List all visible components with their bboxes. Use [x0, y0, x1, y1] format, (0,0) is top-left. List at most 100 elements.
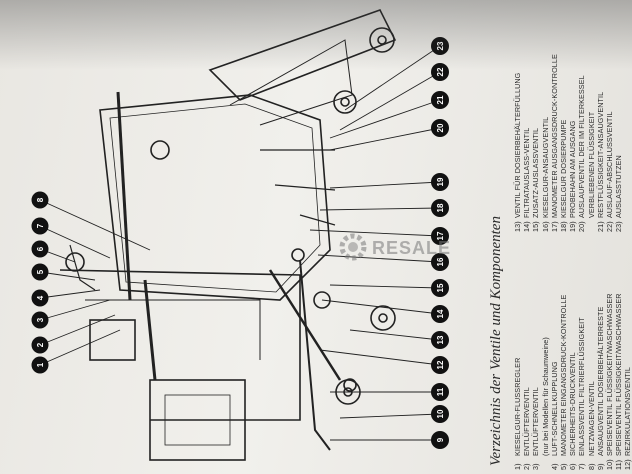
- callout-12: 12: [436, 360, 445, 369]
- list-item-number: 17): [549, 221, 559, 232]
- list-item-number: 15): [531, 221, 541, 232]
- list-item-label: KIESELGUR-ANSAUGVENTIL: [540, 116, 550, 218]
- callout-19: 19: [436, 177, 445, 186]
- list-item-number: 21): [595, 221, 605, 232]
- list-item: 23) AUSLASSTUTZEN: [614, 54, 623, 232]
- list-item-label: ANSAUGVENTIL DOSIERBEHÄLTERRESTE: [595, 306, 605, 456]
- motor: [89, 319, 136, 361]
- list-item-number: 5): [558, 463, 568, 470]
- list-item-label: ENTLÜFTERVENTIL: [522, 387, 532, 456]
- list-item-label: MANOMETER AUSGANGSDRUCK-KONTROLLE: [549, 54, 559, 218]
- callout-16: 16: [436, 257, 445, 266]
- list-item: 9) ANSAUGVENTIL DOSIERBEHÄLTERRESTE: [596, 293, 605, 470]
- callout-7: 7: [36, 223, 45, 228]
- list-item: 13) VENTIL FÜR DOSIERBEHÄLTERFÜLLUNG: [513, 54, 522, 232]
- callout-22: 22: [436, 67, 445, 76]
- callout-21: 21: [436, 95, 445, 104]
- callout-13: 13: [436, 335, 445, 344]
- list-item-label: LUFT-SCHNELLKUPPLUNG: [549, 361, 559, 456]
- tank-flange: [116, 91, 132, 301]
- callout-15: 15: [436, 283, 445, 292]
- list-item-label: ZUSATZ-AUSLASSVENTIL: [531, 127, 541, 218]
- callout-17: 17: [436, 231, 445, 240]
- list-item-label: KIESELGUR-FLUSSREGLER: [513, 357, 522, 456]
- callout-11: 11: [436, 387, 445, 396]
- callout-14: 14: [436, 309, 445, 318]
- list-item: 4)LUFT-SCHNELLKUPPLUNG: [550, 293, 559, 470]
- list-item-number: 6): [568, 463, 578, 470]
- callout-8: 8: [36, 197, 45, 202]
- list-item: (nur bei Modellen für Schaumweine): [541, 293, 550, 470]
- list-item-number: 18): [558, 221, 568, 232]
- resale-watermark: RESALE: [372, 238, 452, 258]
- list-item: 10)SPEISEVENTIL FLÜSSIGKEIT/WASCHWASSER: [605, 293, 614, 470]
- callout-3: 3: [36, 317, 45, 322]
- list-item: 12)REZIRKULATIONSVENTIL: [623, 293, 632, 470]
- list-item: 18) KIESELGUR DOSIERPUMPE: [559, 54, 568, 232]
- list-item-number: 20): [577, 221, 587, 232]
- filter-tank: [99, 94, 331, 301]
- list-item-label: SPEISEVENTIL FLÜSSIGKEIT/WASCHWASSER: [614, 293, 624, 456]
- wheel-mid: [333, 90, 357, 114]
- list-item-label: (nur bei Modellen für Schaumweine): [540, 337, 550, 456]
- list-item-number: 8): [586, 463, 596, 470]
- list-item-label: PROBEHAHN AM AUSGANG: [568, 120, 578, 218]
- list-item-label: MANOMETER EINGANGSDRUCK-KONTROLLE: [558, 294, 568, 456]
- callout-2: 2: [36, 342, 45, 347]
- list-item-number: 9): [595, 463, 605, 470]
- list-item-label: AUSLAUF-ABSCHLUSSVENTIL: [604, 111, 614, 218]
- list-item: 8) NETZWAGEN-VENTIL: [587, 293, 596, 470]
- list-item-number: 12): [623, 459, 632, 470]
- callout-10: 10: [436, 409, 445, 418]
- list-item-label: EINLASSVENTIL FILTRIERFLÜSSIGKEIT: [577, 317, 587, 456]
- list-item-label: FILTRATAUSLASS-VENTIL: [522, 127, 532, 218]
- list-item-number: 3): [531, 463, 541, 470]
- callout-20: 20: [436, 123, 445, 132]
- list-item-label: AUSLASSTUTZEN: [614, 155, 624, 218]
- list-item-number: 22): [604, 221, 614, 232]
- list-item: 22) AUSLAUF-ABSCHLUSSVENTIL: [605, 54, 614, 232]
- list-item-label: SICHERHEITS-DRUCKVENTIL: [568, 352, 578, 456]
- list-item-label: ENTLÜFTERVENTIL: [531, 387, 541, 456]
- list-item: 15) ZUSATZ-AUSLASSVENTIL: [531, 54, 540, 232]
- list-item-number: 7): [577, 463, 587, 470]
- list-item-label: KIESELGUR DOSIERPUMPE: [558, 119, 568, 218]
- callout-4: 4: [36, 295, 45, 300]
- list-item-label: NETZWAGEN-VENTIL: [586, 381, 596, 456]
- gear-icon: [339, 233, 367, 261]
- list-item: 19)PROBEHAHN AM AUSGANG: [568, 54, 577, 232]
- list-item-number: [587, 218, 596, 232]
- sight-glass: [150, 140, 170, 160]
- callout-23: 23: [436, 41, 445, 50]
- callout-9: 9: [436, 437, 445, 442]
- list-item-number: 13): [513, 221, 522, 232]
- list-item-number: 10): [604, 459, 614, 470]
- list-item-number: 14): [522, 221, 532, 232]
- chute: [208, 9, 397, 101]
- pipe-vertical: [143, 279, 157, 381]
- list-item-label: VERBLIEBENEN FLÜSSIGKEIT: [586, 111, 596, 218]
- list-item-label: AUSLAUFVENTIL DER IM FILTERKESSEL: [577, 75, 587, 218]
- pump-housing: [149, 379, 246, 461]
- list-item-number: 23): [614, 221, 624, 232]
- list-item-number: 11): [614, 459, 624, 470]
- frame: [59, 269, 301, 421]
- list-item: 7) EINLASSVENTIL FILTRIERFLÜSSIGKEIT: [577, 293, 586, 470]
- list-item: 1)KIESELGUR-FLUSSREGLER: [513, 293, 522, 470]
- list-heading: Verzeichnis der Ventile und Komponenten: [488, 216, 504, 466]
- list-item: 14) FILTRATAUSLASS-VENTIL: [522, 54, 531, 232]
- wheel-lower: [370, 305, 396, 331]
- list-item: VERBLIEBENEN FLÜSSIGKEIT: [587, 54, 596, 232]
- list-item-label: VENTIL FÜR DOSIERBEHÄLTERFÜLLUNG: [513, 72, 522, 218]
- list-item: 11) SPEISEVENTIL FLÜSSIGKEIT/WASCHWASSER: [614, 293, 623, 470]
- list-item-number: [541, 456, 550, 470]
- list-item: 6) SICHERHEITS-DRUCKVENTIL: [568, 293, 577, 470]
- photo-shadow: [0, 0, 632, 70]
- list-item-label: RESTFLÜSSIGKEIT-ANSAUGVENTIL: [595, 91, 605, 218]
- list-item-number: 2): [522, 463, 532, 470]
